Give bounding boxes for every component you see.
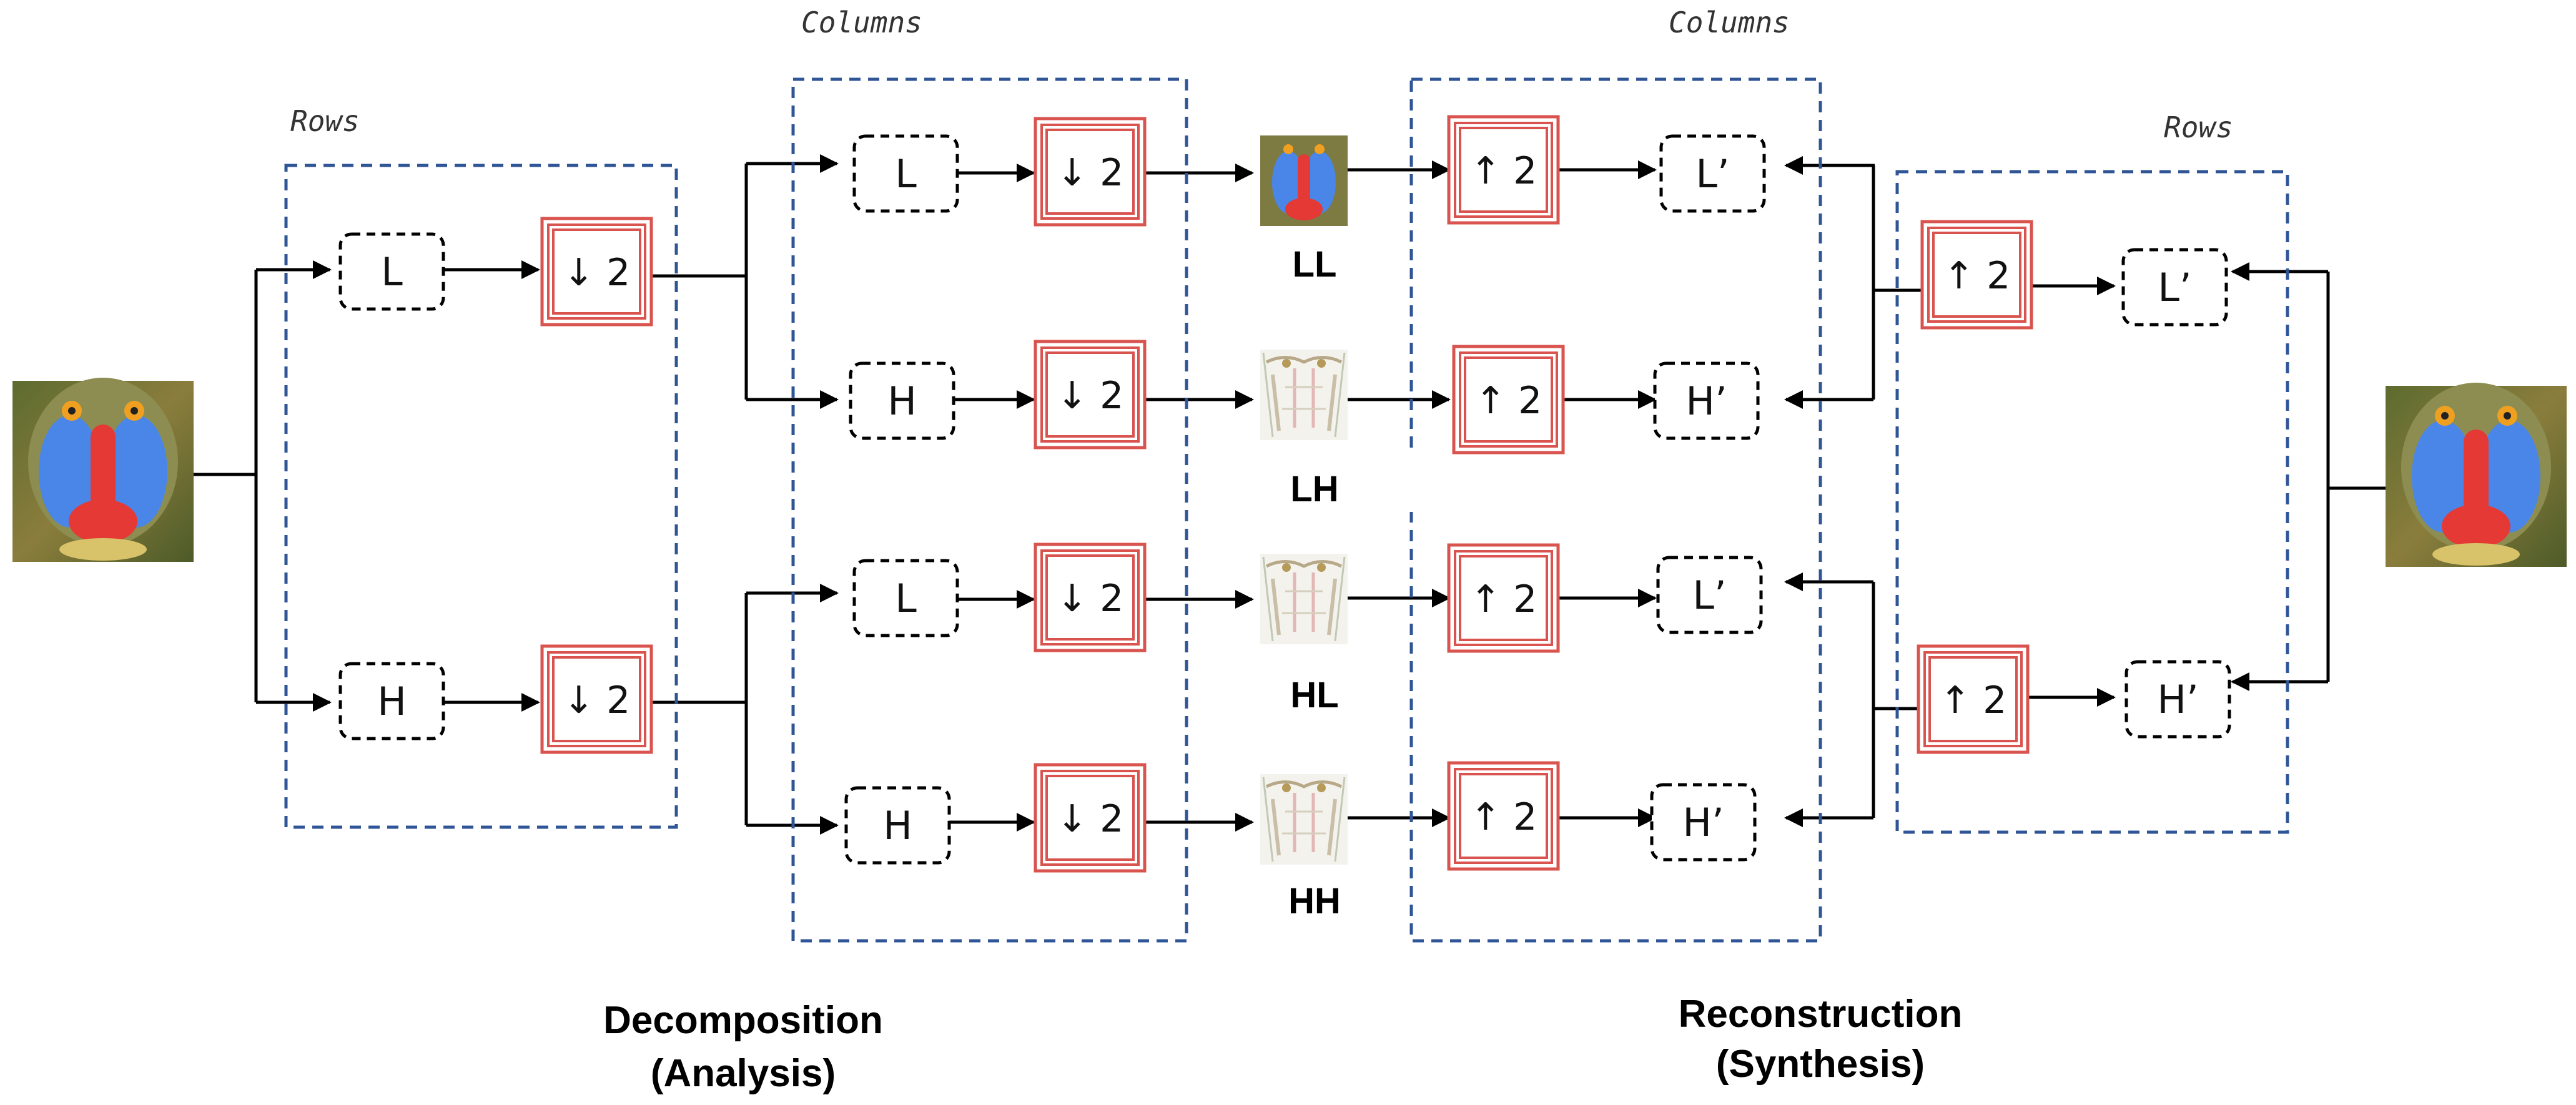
col-synth-filter-hh-label: H’ <box>1682 800 1724 845</box>
col-filter-hh: H <box>844 786 951 865</box>
subband-label-ll: LL <box>1293 244 1337 285</box>
columns-label-left: Columns <box>801 6 922 39</box>
group-boxes <box>284 77 2289 943</box>
col-synth-filter-hh: H’ <box>1650 783 1757 862</box>
ll-subband-image-icon <box>1260 135 1348 226</box>
row-downsample-l: ↓ 2 <box>540 217 653 327</box>
row-filter-l: L <box>338 232 445 311</box>
row-synth-filter-l: L’ <box>2121 248 2228 327</box>
col-synth-filter-lh: H’ <box>1653 361 1760 440</box>
row-filter-h: H <box>338 662 445 740</box>
col-downsample-lh-label: ↓ 2 <box>1057 374 1124 418</box>
lh-subband-image-icon <box>1260 350 1348 440</box>
connection-wires <box>194 154 2386 835</box>
col-upsample-hl: ↑ 2 <box>1447 543 1560 653</box>
row-downsample-h-label: ↓ 2 <box>563 679 631 722</box>
row-upsample-l: ↑ 2 <box>1920 220 2033 330</box>
hl-subband-image-icon <box>1260 554 1348 644</box>
col-upsample-hh-label: ↑ 2 <box>1470 795 1537 839</box>
col-filter-lh-label: H <box>887 378 917 424</box>
col-downsample-ll: ↓ 2 <box>1034 117 1147 227</box>
col-downsample-ll-label: ↓ 2 <box>1057 151 1124 195</box>
col-downsample-hl-label: ↓ 2 <box>1057 577 1124 621</box>
captions: Decomposition (Analysis) Reconstruction … <box>603 993 1962 1095</box>
col-upsample-ll-label: ↑ 2 <box>1470 149 1537 193</box>
row-filter-h-label: H <box>377 679 407 724</box>
col-upsample-hh: ↑ 2 <box>1447 761 1560 871</box>
col-synth-filter-hl-label: L’ <box>1692 572 1726 618</box>
subband-label-lh: LH <box>1290 469 1338 509</box>
row-upsample-h-label: ↑ 2 <box>1940 679 2007 722</box>
rows-label-left: Rows <box>290 104 360 138</box>
output-mandrill-icon <box>2386 383 2567 567</box>
hh-subband-image-icon <box>1260 774 1348 865</box>
decomposition-caption-line1: Decomposition <box>603 999 883 1042</box>
col-downsample-lh: ↓ 2 <box>1034 340 1147 449</box>
input-mandrill-icon <box>12 378 194 562</box>
decomposition-caption-line2: (Analysis) <box>651 1052 836 1095</box>
row-downsample-l-label: ↓ 2 <box>563 251 631 295</box>
reconstruction-caption-line1: Reconstruction <box>1679 993 1963 1036</box>
rows-decomposition-group <box>284 164 678 829</box>
col-upsample-lh-label: ↑ 2 <box>1475 379 1542 423</box>
col-synth-filter-ll: L’ <box>1659 134 1766 213</box>
section-labels: Rows Columns Columns Rows <box>290 6 2233 144</box>
row-filter-l-label: L <box>381 249 403 295</box>
subband-label-hh: HH <box>1288 881 1341 921</box>
col-upsample-ll: ↑ 2 <box>1447 115 1560 225</box>
columns-decomposition-group <box>791 77 1188 943</box>
reconstruction-caption-line2: (Synthesis) <box>1716 1043 1925 1086</box>
col-filter-ll-label: L <box>895 151 917 197</box>
subband-label-hl: HL <box>1290 675 1338 715</box>
row-downsample-h: ↓ 2 <box>540 644 653 754</box>
row-synth-filter-h: H’ <box>2124 660 2231 739</box>
col-upsample-hl-label: ↑ 2 <box>1470 577 1537 621</box>
col-synth-filter-lh-label: H’ <box>1685 378 1727 424</box>
group-border-gap <box>1405 449 1418 512</box>
col-filter-hl-label: L <box>895 576 917 621</box>
row-upsample-l-label: ↑ 2 <box>1943 254 2011 298</box>
col-downsample-hl: ↓ 2 <box>1034 543 1147 652</box>
col-filter-hh-label: H <box>883 803 912 848</box>
col-filter-lh: H <box>849 361 955 440</box>
rows-reconstruction-group <box>1895 170 2289 834</box>
col-synth-filter-hl: L’ <box>1656 556 1763 634</box>
row-synth-filter-l-label: L’ <box>2158 265 2191 310</box>
rows-label-right: Rows <box>2164 110 2233 144</box>
columns-label-right: Columns <box>1669 6 1790 39</box>
col-upsample-lh: ↑ 2 <box>1452 345 1565 454</box>
col-filter-ll: L <box>852 134 959 213</box>
col-synth-filter-ll-label: L’ <box>1695 151 1729 197</box>
row-synth-filter-h-label: H’ <box>2157 677 2198 722</box>
subband-labels: LL LH HL HH <box>1288 244 1341 921</box>
col-downsample-hh-label: ↓ 2 <box>1057 797 1124 841</box>
col-downsample-hh: ↓ 2 <box>1034 763 1147 873</box>
row-upsample-h: ↑ 2 <box>1917 644 2030 754</box>
col-filter-hl: L <box>852 559 959 637</box>
